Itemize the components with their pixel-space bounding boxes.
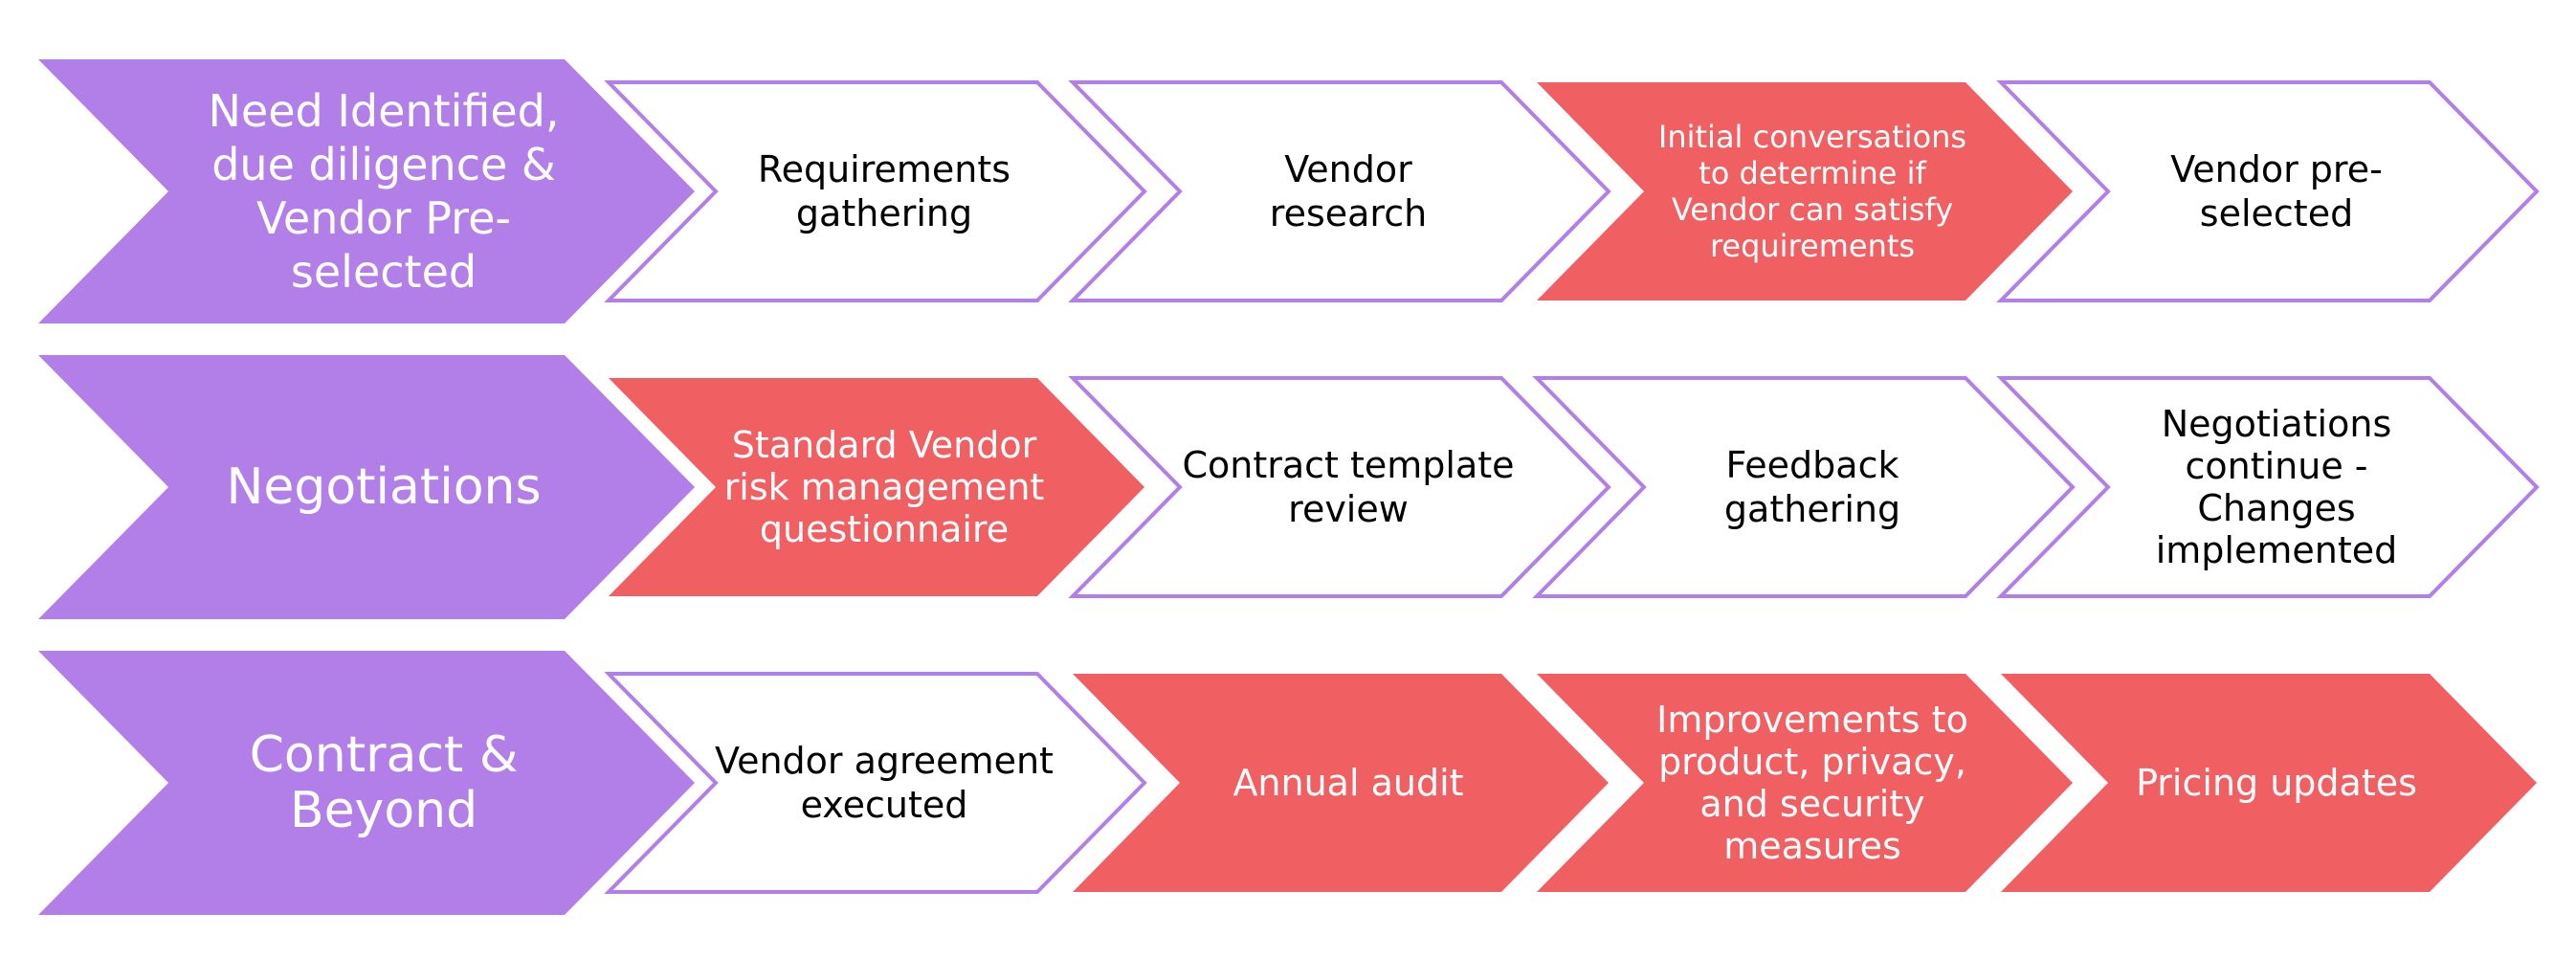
step-label-line: Vendor agreement	[715, 740, 1054, 782]
stage-label-line: Contract &	[250, 726, 519, 784]
step-label-line: risk management	[724, 466, 1045, 508]
step-label-line: Improvements to	[1656, 699, 1968, 741]
step-label-line: review	[1288, 488, 1409, 530]
step-label-line: requirements	[1710, 228, 1915, 264]
step-chevron-shape	[1532, 376, 2076, 598]
step-label-line: Vendor	[1284, 148, 1412, 190]
step-chevron-highlight-shape	[2001, 674, 2537, 892]
step-label-line: Vendor pre-	[2170, 148, 2383, 190]
step-label-line: Feedback	[1726, 444, 1899, 486]
step-label-line: selected	[2200, 192, 2353, 234]
step-chevron-highlight-shape	[1537, 82, 2073, 301]
step-chevron-shape	[604, 80, 1147, 302]
step-label-line: Pricing updates	[2136, 762, 2417, 804]
process-row: Need Identified,due diligence &Vendor Pr…	[38, 59, 2540, 323]
step-label-line: and security	[1699, 783, 1924, 825]
step-label-line: questionnaire	[760, 508, 1009, 550]
step-label-line: gathering	[1724, 488, 1900, 530]
stage-label-line: due diligence &	[211, 139, 556, 190]
step-label-line: Requirements	[758, 148, 1010, 190]
step-chevron-shape	[1996, 376, 2540, 598]
stage-label-line: Need Identified,	[209, 85, 560, 137]
step-chevron: Annual audit	[1073, 674, 1609, 892]
step-chevron-highlight-shape	[1537, 674, 2073, 892]
stage-chevron-shape	[38, 355, 695, 619]
step-chevron-shape	[1996, 80, 2540, 302]
step-label-line: gathering	[796, 192, 972, 234]
stage-label-line: Negotiations	[226, 458, 541, 516]
step-chevron-shape	[604, 672, 1147, 894]
step-chevron-highlight-shape	[609, 378, 1144, 596]
stage-label-line: Vendor Pre-	[256, 192, 511, 244]
step-label-line: Contract template	[1182, 444, 1514, 486]
step-label-line: continue -	[2185, 445, 2367, 487]
stage-chevron-shape	[38, 59, 695, 323]
step-chevron-highlight-shape	[1073, 674, 1609, 892]
step-chevron-shape	[1068, 376, 1611, 598]
stage-chevron: Contract &Beyond	[38, 651, 695, 915]
step-label-line: Negotiations	[2162, 403, 2392, 445]
step-label-line: Initial conversations	[1658, 119, 1966, 155]
step-label-line: Standard Vendor	[732, 424, 1037, 466]
step-label-line: Annual audit	[1232, 762, 1463, 804]
step-chevron: Pricing updates	[2001, 674, 2537, 892]
step-label-line: product, privacy,	[1658, 741, 1966, 783]
step-label-line: implemented	[2156, 529, 2398, 571]
stage-chevron: Negotiations	[38, 355, 695, 619]
step-label-line: to determine if	[1699, 155, 1926, 191]
step-label-line: Vendor can satisfy	[1672, 191, 1953, 228]
stage-chevron: Need Identified,due diligence &Vendor Pr…	[38, 59, 695, 323]
stage-label-line: selected	[291, 246, 477, 298]
step-label-line: Changes	[2197, 487, 2355, 529]
step-label-line: executed	[801, 784, 968, 826]
step-label-line: measures	[1723, 825, 1901, 867]
step-label-line: research	[1270, 192, 1427, 234]
step-chevron-shape	[1068, 80, 1611, 302]
stage-label-line: Beyond	[290, 782, 477, 839]
step-chevron: Vendor pre-selected	[1996, 80, 2540, 302]
stage-chevron-shape	[38, 651, 695, 915]
